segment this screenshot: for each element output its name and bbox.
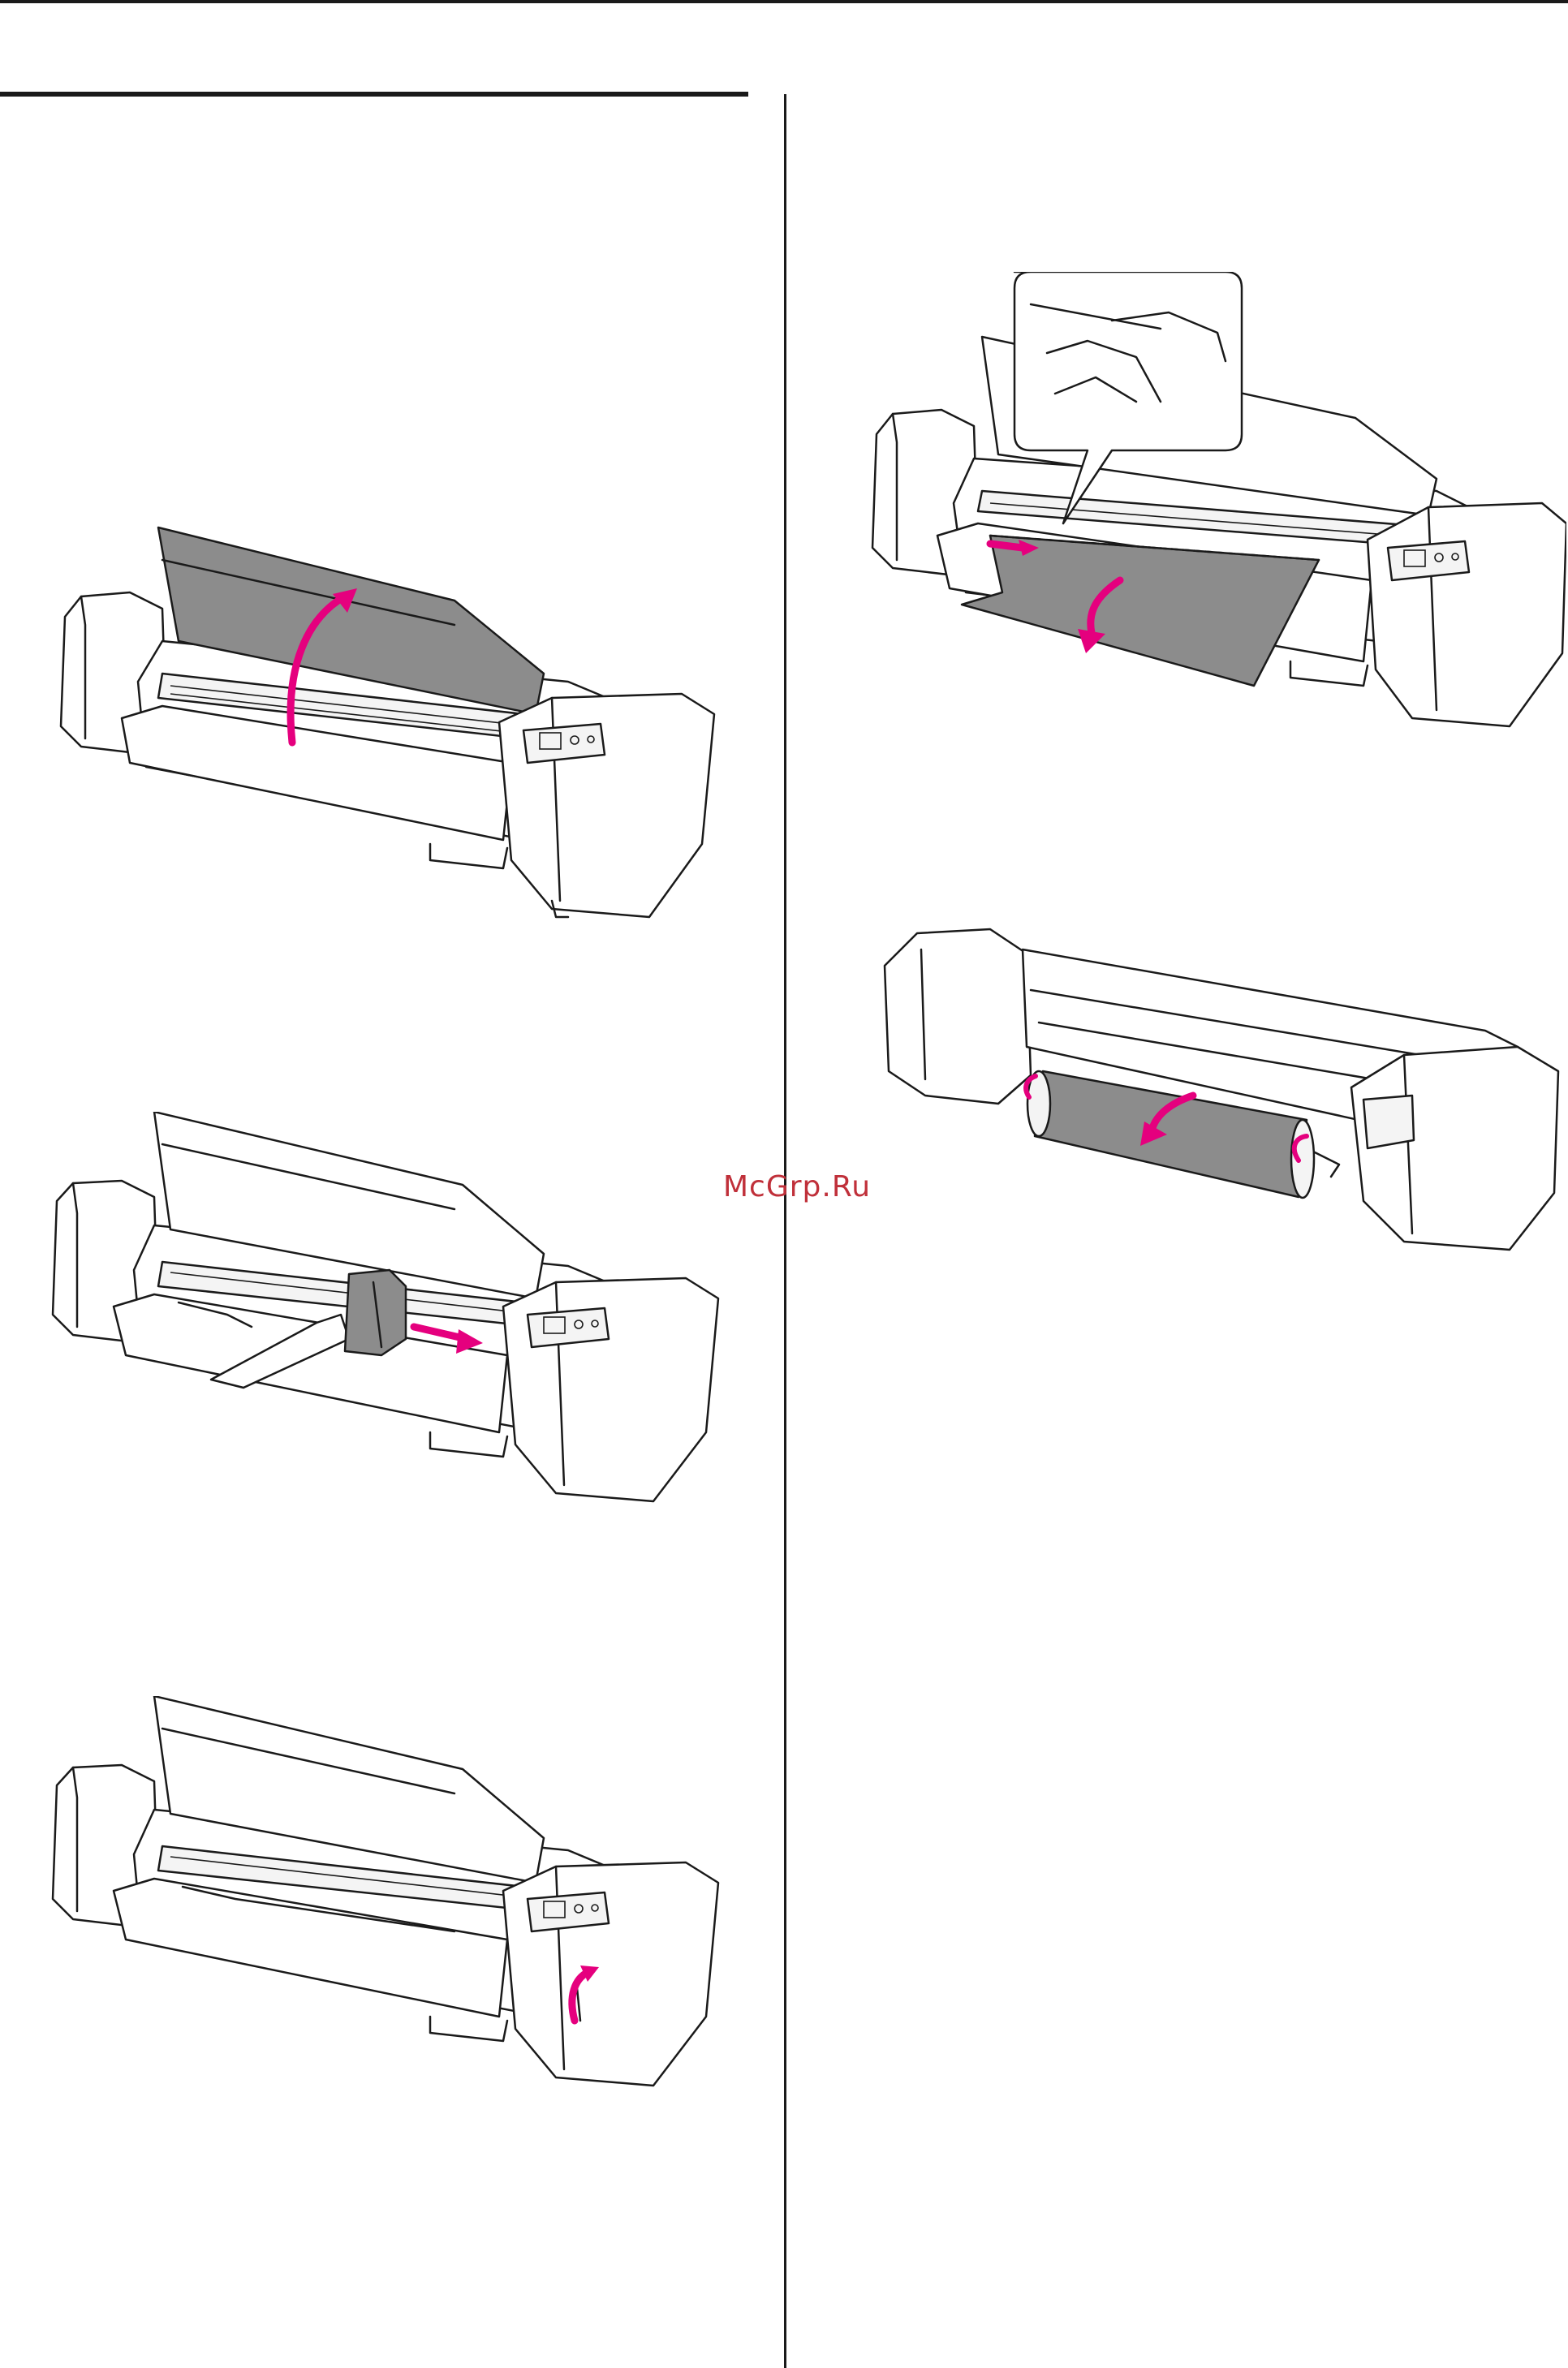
printer-open-cover-arrow-icon (49, 519, 747, 925)
figure-rewind-roll (877, 917, 1566, 1258)
top-rule (0, 0, 1568, 3)
figure-cut-paper-cutter (49, 1112, 747, 1509)
figure-lower-lever (49, 1696, 747, 2094)
printer-rear-roll-rewind-icon (877, 917, 1566, 1258)
figure-open-cover (49, 519, 747, 925)
printer-cutter-slide-icon (49, 1112, 747, 1509)
column-divider (784, 94, 786, 2368)
printer-paper-tear-icon (868, 272, 1566, 734)
figure-tear-paper (868, 272, 1566, 734)
printer-lever-arrow-icon (49, 1696, 747, 2094)
section-rule (0, 92, 748, 97)
watermark: McGrp.Ru (708, 1167, 886, 1208)
